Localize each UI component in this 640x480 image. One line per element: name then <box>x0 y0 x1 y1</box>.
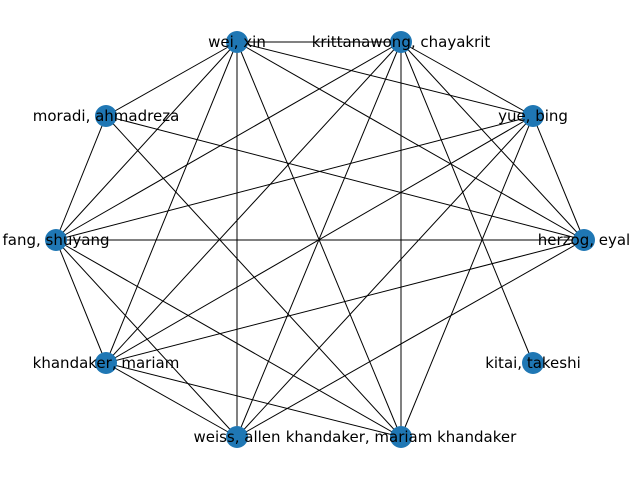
node-label-fang: fang, shuyang <box>3 231 110 249</box>
node-fang <box>45 229 67 251</box>
node-label-khandaker_m: khandaker, mariam <box>33 354 180 372</box>
edge-wei-fang <box>55 41 238 241</box>
node-label-weiss: weiss, allen <box>193 428 280 446</box>
node-weiss <box>226 426 248 448</box>
node-label-yue: yue, bing <box>498 107 568 125</box>
edge-yue-herzog <box>532 115 585 241</box>
labels-layer: wei, xin krittanawong, chayakrit moradi, a… <box>3 33 631 446</box>
edge-moradi-herzog <box>105 115 585 241</box>
edge-krittanawong-fang <box>55 41 402 241</box>
node-label-wei: wei, xin <box>208 33 266 51</box>
node-yue <box>522 105 544 127</box>
edge-wei-yue <box>236 41 534 117</box>
node-khandaker_m <box>95 352 117 374</box>
edge-yue-weiss <box>236 115 534 438</box>
node-khandaker_mk <box>390 426 412 448</box>
edge-wei-herzog <box>236 41 585 241</box>
edge-krittanawong-kitai <box>400 41 534 364</box>
node-kitai <box>522 352 544 374</box>
edge-fang-weiss <box>55 239 238 438</box>
node-herzog <box>573 229 595 251</box>
edge-krittanawong-yue <box>400 41 534 117</box>
node-label-krittanawong: krittanawong, chayakrit <box>312 33 491 51</box>
edge-wei-moradi <box>105 41 238 117</box>
edge-fang-khandaker_m <box>55 239 107 364</box>
node-moradi <box>95 105 117 127</box>
edge-khandaker_m-khandaker_mk <box>105 362 402 438</box>
edge-krittanawong-khandaker_m <box>105 41 402 364</box>
edge-yue-khandaker_mk <box>400 115 534 438</box>
edge-moradi-khandaker_mk <box>105 115 402 438</box>
node-krittanawong <box>390 31 412 53</box>
node-label-kitai: kitai, takeshi <box>485 354 581 372</box>
edges-layer <box>55 41 585 438</box>
edge-krittanawong-herzog <box>400 41 585 241</box>
node-label-khandaker_mk: khandaker, mariam khandaker <box>286 428 517 446</box>
edge-fang-khandaker_mk <box>55 239 402 438</box>
edge-yue-fang <box>55 115 534 241</box>
edge-herzog-weiss <box>236 239 585 438</box>
edge-herzog-khandaker_m <box>105 239 585 364</box>
nodes-layer <box>45 31 595 448</box>
edge-khandaker_m-weiss <box>105 362 238 438</box>
edge-wei-khandaker_m <box>105 41 238 364</box>
node-label-herzog: herzog, eyal <box>538 231 630 249</box>
edge-moradi-fang <box>55 115 107 241</box>
node-label-moradi: moradi, ahmadreza <box>33 107 180 125</box>
node-wei <box>226 31 248 53</box>
